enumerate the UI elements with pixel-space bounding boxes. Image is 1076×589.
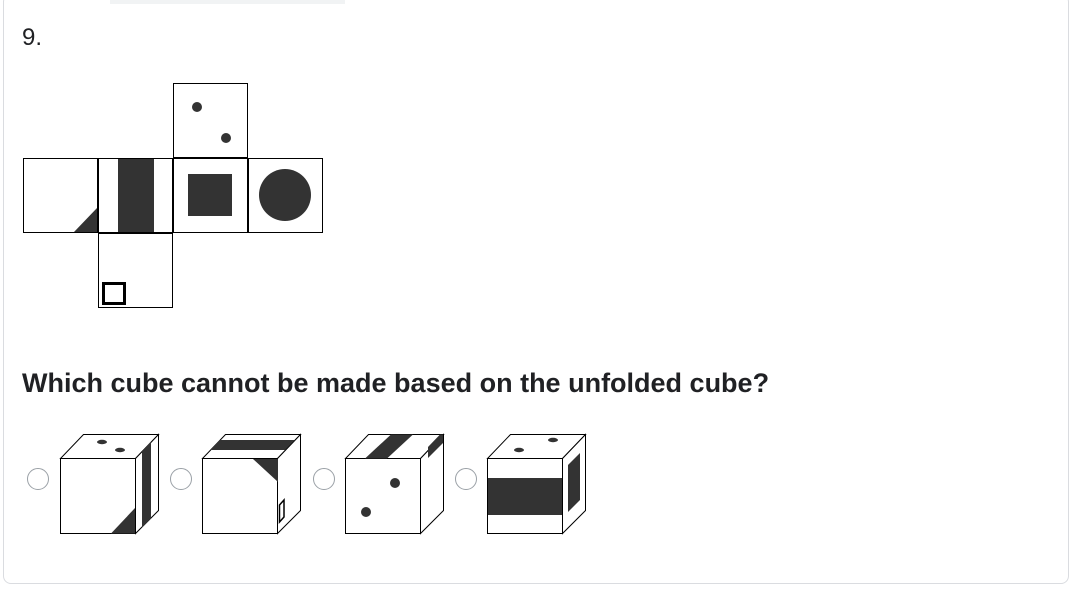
option-b-radio[interactable] <box>170 468 192 490</box>
question-number: 9. <box>22 24 43 51</box>
option-d-cube <box>486 433 587 535</box>
option-c-cube <box>344 433 445 535</box>
option-a-cube <box>59 433 160 535</box>
option-a-radio[interactable] <box>27 468 49 490</box>
net-face-top-two-dots <box>173 83 248 158</box>
question-prompt: Which cube cannot be made based on the u… <box>22 368 770 398</box>
option-d-radio[interactable] <box>455 468 477 490</box>
net-face-left-triangle <box>23 158 98 233</box>
option-c-radio[interactable] <box>313 468 335 490</box>
answer-options <box>0 420 620 550</box>
top-strip <box>110 0 345 4</box>
net-face-bottom-small-square <box>98 233 173 308</box>
unfolded-cube-net <box>23 83 323 308</box>
option-b-cube <box>201 433 302 535</box>
